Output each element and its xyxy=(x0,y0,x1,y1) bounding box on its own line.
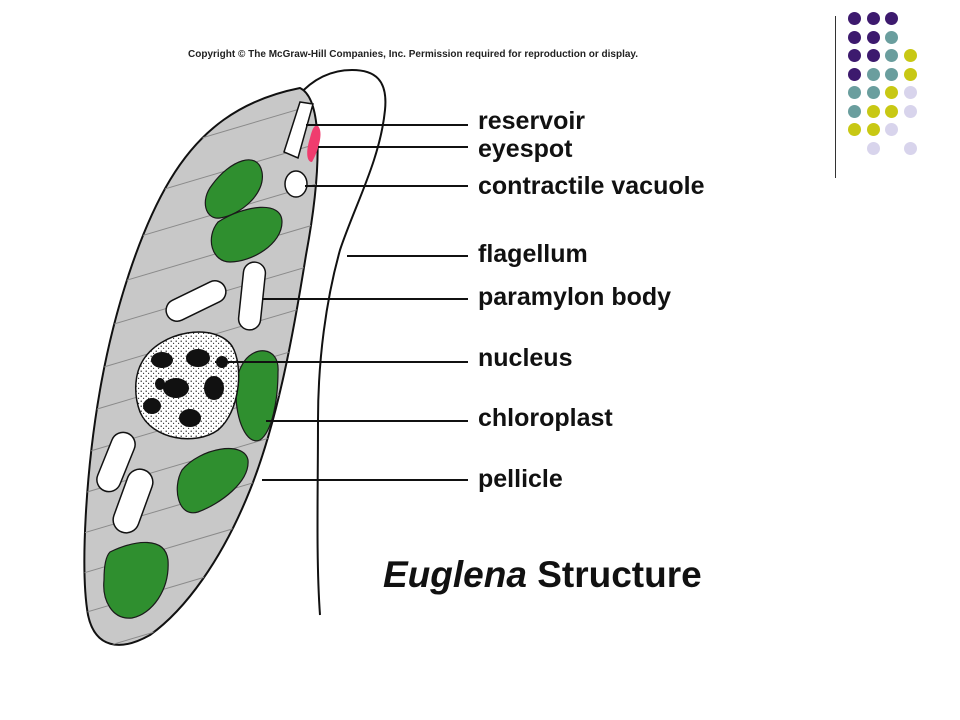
decor-dot xyxy=(848,30,861,44)
decor-dot xyxy=(903,86,917,99)
decor-dot xyxy=(866,67,880,81)
decor-dot xyxy=(848,86,861,99)
flagellum-shape xyxy=(297,68,387,616)
contractile-vacuole-shape xyxy=(284,170,308,198)
label-reservoir: reservoir xyxy=(478,107,586,135)
decor-dot xyxy=(885,86,898,99)
copyright-notice: Copyright © The McGraw-Hill Companies, I… xyxy=(188,49,639,60)
label-paramylon-body: paramylon body xyxy=(478,283,672,311)
decor-dot xyxy=(866,86,880,99)
decor-dot xyxy=(903,104,917,118)
title-genus: Euglena xyxy=(383,554,527,595)
label-contractile-vacuole: contractile vacuole xyxy=(478,172,705,200)
decor-dot xyxy=(885,49,898,62)
nucleus-chromatin xyxy=(143,349,228,427)
decor-divider-line xyxy=(835,16,836,178)
decor-dot xyxy=(866,104,880,118)
leader-lines xyxy=(215,124,468,481)
decor-dot xyxy=(848,123,861,136)
decor-dot xyxy=(848,12,861,25)
paramylon-bodies xyxy=(96,261,267,534)
label-eyespot: eyespot xyxy=(478,135,573,163)
decor-dot xyxy=(885,104,898,118)
decor-dot xyxy=(903,67,917,81)
decor-dot xyxy=(885,67,898,81)
decor-dot-grid xyxy=(848,12,948,162)
label-nucleus: nucleus xyxy=(478,344,573,372)
decor-dot xyxy=(866,123,880,136)
decor-dot xyxy=(866,141,880,155)
decor-dot xyxy=(866,12,880,25)
label-chloroplast: chloroplast xyxy=(478,404,613,432)
eyespot-shape xyxy=(307,125,321,162)
decor-dot xyxy=(848,67,861,81)
decor-dot xyxy=(903,49,917,62)
decor-dot xyxy=(866,49,880,62)
reservoir-shape xyxy=(283,101,314,160)
decor-dot xyxy=(848,49,861,62)
diagram-title: Euglena Structure xyxy=(383,556,702,593)
decor-dot xyxy=(866,30,880,44)
decor-dot xyxy=(885,123,898,136)
label-flagellum: flagellum xyxy=(478,240,588,268)
label-pellicle: pellicle xyxy=(478,465,563,493)
decor-dot xyxy=(885,30,898,44)
title-rest: Structure xyxy=(526,554,702,595)
decor-dot xyxy=(848,104,861,118)
decor-dot xyxy=(885,12,898,25)
decor-dot xyxy=(903,141,917,155)
chloroplasts xyxy=(103,159,283,619)
